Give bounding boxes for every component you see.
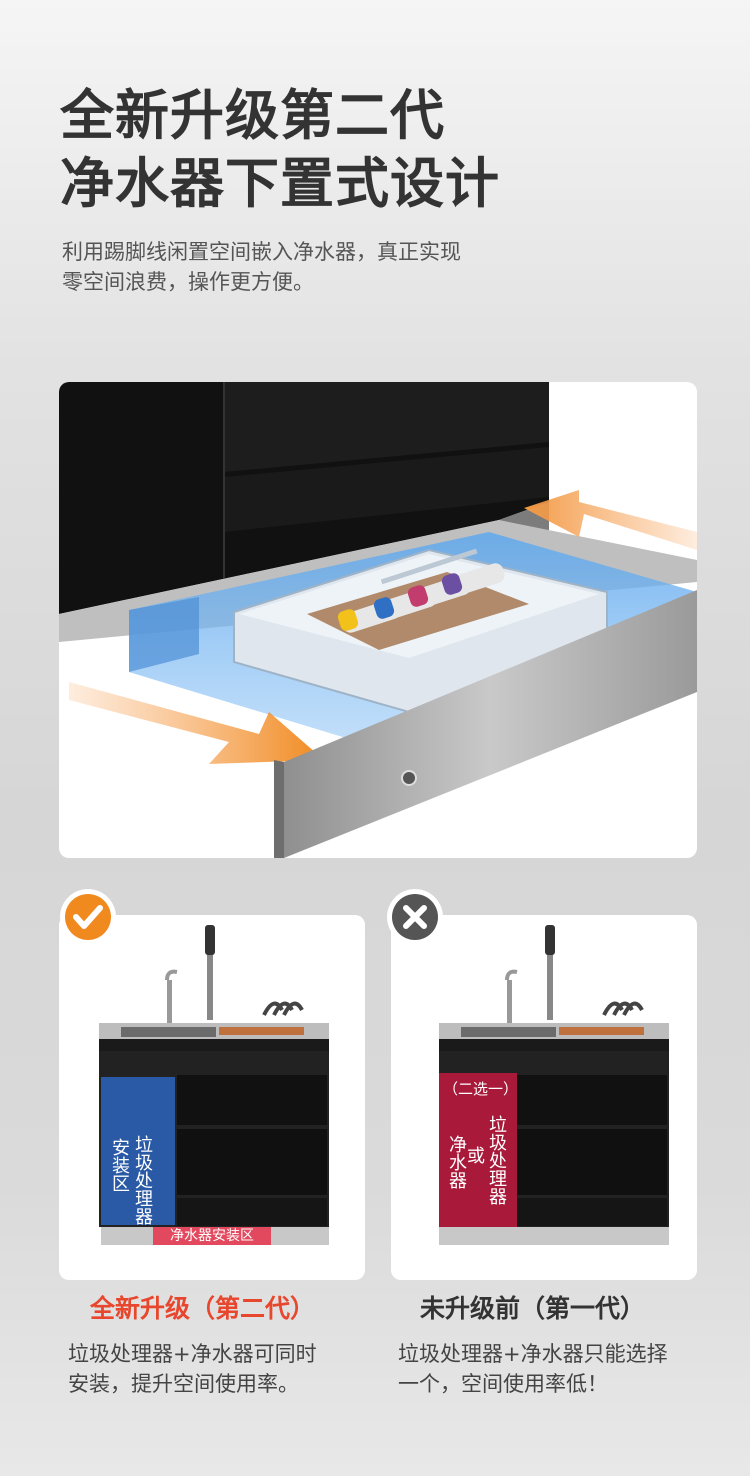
old-zone-or-label: 或 [467,1146,485,1167]
check-badge [59,888,117,946]
purifier-unit-icon [233,548,608,714]
purifier-install-zone-label: 净水器安装区 [170,1228,254,1244]
old-version-title: 未升级前（第一代） [420,1294,646,1323]
purifier-under-cabinet-illustration [59,382,697,858]
check-icon [60,889,116,945]
new-version-desc-line-1: 垃圾处理器+净水器可同时 [68,1342,317,1366]
choose-one-label: （二选一） [443,1080,519,1098]
sink-cabinet-new-illustration [99,925,329,1245]
comparison-card-old: （二选一） 垃圾处理器 或 净水器 [391,915,697,1280]
old-zone-disposal-label: 垃圾处理器 [486,1115,507,1205]
garbage-disposal-zone-label-2: 安装区 [109,1138,130,1192]
new-version-title: 全新升级（第二代） [90,1294,316,1323]
comparison-card-new: 垃圾处理器 安装区 净水器安装区 [59,915,365,1280]
title-line-1: 全新升级第二代 [60,84,445,147]
page-title: 全新升级第二代 净水器下置式设计 [60,82,500,218]
title-line-2: 净水器下置式设计 [60,152,500,215]
old-version-desc-line-2: 一个，空间使用率低！ [398,1372,608,1396]
subtitle-line-1: 利用踢脚线闲置空间嵌入净水器，真正实现 [62,240,461,264]
old-version-description: 垃圾处理器+净水器只能选择 一个，空间使用率低！ [398,1339,668,1399]
hero-product-image [59,382,697,858]
subtitle-line-2: 零空间浪费，操作更方便。 [62,270,314,294]
sink-cabinet-old-illustration [439,925,669,1245]
x-icon [387,889,443,945]
garbage-disposal-zone-label-1: 垃圾处理器 [132,1135,153,1225]
x-badge [386,888,444,946]
new-version-description: 垃圾处理器+净水器可同时 安装，提升空间使用率。 [68,1339,317,1399]
new-version-desc-line-2: 安装，提升空间使用率。 [68,1372,299,1396]
plinth-knob-icon [401,770,417,786]
old-zone-purifier-label: 净水器 [446,1135,467,1189]
page-subtitle: 利用踢脚线闲置空间嵌入净水器，真正实现 零空间浪费，操作更方便。 [62,237,461,297]
old-version-desc-line-1: 垃圾处理器+净水器只能选择 [398,1342,668,1366]
